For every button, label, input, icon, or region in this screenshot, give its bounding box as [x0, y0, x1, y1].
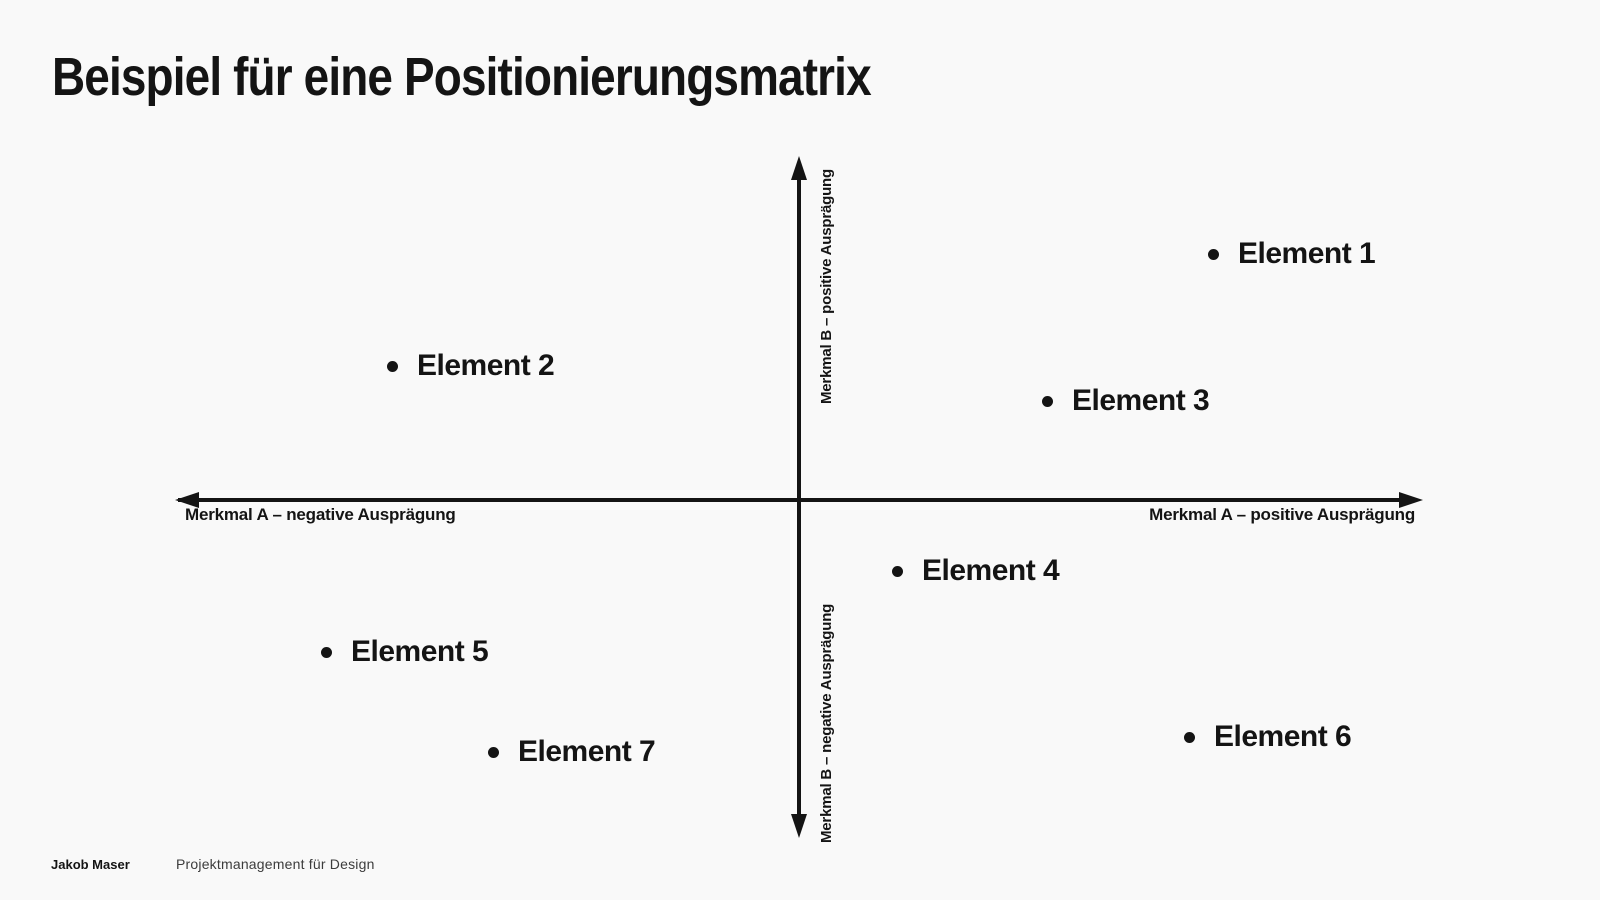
element-label: Element 6	[1214, 720, 1352, 753]
bullet-icon	[321, 646, 332, 658]
bullet-icon	[488, 746, 499, 758]
footer-author: Jakob Maser	[51, 857, 130, 872]
footer-project-title: Projektmanagement für Design	[176, 856, 375, 872]
arrow-right-icon	[1399, 492, 1423, 508]
y-axis-positive-label: Merkmal B – positive Ausprägung	[818, 169, 835, 404]
x-axis-line	[178, 498, 1408, 502]
page-title: Beispiel für eine Positionierungsmatrix	[52, 47, 872, 107]
bullet-icon	[1042, 395, 1053, 407]
bullet-icon	[892, 565, 903, 577]
bullet-icon	[1184, 731, 1195, 743]
x-axis-negative-label: Merkmal A – negative Ausprägung	[185, 505, 456, 524]
matrix-element: Element 7	[488, 735, 656, 769]
element-label: Element 5	[351, 635, 489, 668]
arrow-left-icon	[175, 492, 199, 508]
arrow-down-icon	[791, 814, 807, 838]
matrix-element: Element 1	[1208, 237, 1376, 271]
bullet-icon	[387, 360, 398, 372]
x-axis-positive-label: Merkmal A – positive Ausprägung	[1149, 505, 1415, 524]
element-label: Element 1	[1238, 237, 1376, 270]
arrow-up-icon	[791, 156, 807, 180]
element-label: Element 2	[417, 349, 555, 382]
matrix-element: Element 6	[1184, 720, 1352, 754]
element-label: Element 3	[1072, 384, 1210, 417]
y-axis-line	[797, 170, 801, 820]
element-label: Element 4	[922, 554, 1060, 587]
matrix-element: Element 5	[321, 635, 489, 669]
element-label: Element 7	[518, 735, 656, 768]
matrix-element: Element 2	[387, 349, 555, 383]
y-axis-negative-label: Merkmal B – negative Ausprägung	[818, 603, 835, 843]
bullet-icon	[1208, 248, 1219, 260]
matrix-element: Element 3	[1042, 384, 1210, 418]
matrix-element: Element 4	[892, 554, 1060, 588]
